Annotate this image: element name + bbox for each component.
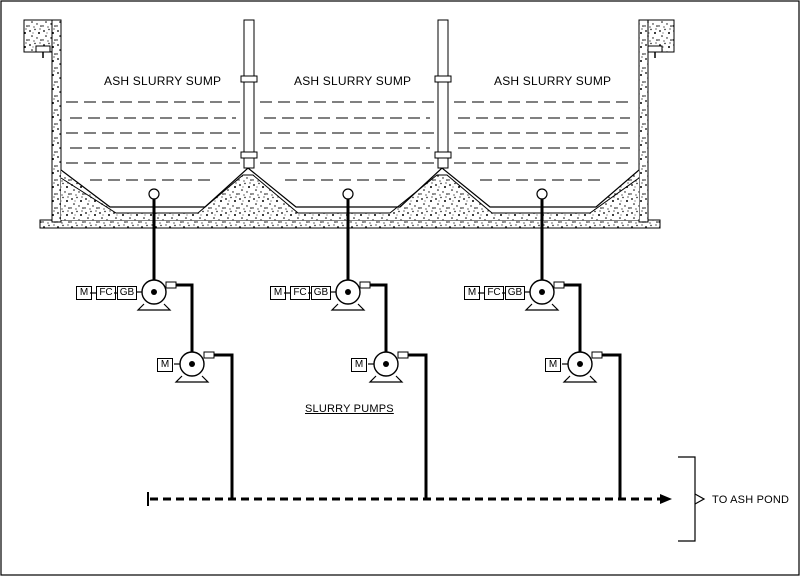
fluid-coupling-box: FC xyxy=(96,286,116,300)
motor-box: M xyxy=(351,358,367,372)
pump-train-2 xyxy=(330,188,428,499)
to-ash-pond-label: TO ASH POND xyxy=(712,494,790,506)
pump-train-1 xyxy=(136,188,234,499)
discharge-header xyxy=(147,456,706,542)
sump-label-1: ASH SLURRY SUMP xyxy=(104,74,222,88)
motor-box: M xyxy=(157,358,173,372)
slurry-level-lines xyxy=(66,101,634,181)
gearbox-box: GB xyxy=(311,286,331,300)
motor-box: M xyxy=(270,286,286,300)
motor-box: M xyxy=(464,286,480,300)
gearbox-box: GB xyxy=(505,286,525,300)
sump-label-3: ASH SLURRY SUMP xyxy=(494,74,612,88)
gearbox-box: GB xyxy=(117,286,137,300)
suction-nozzle xyxy=(536,188,548,200)
pump-train-3 xyxy=(524,188,622,499)
slurry-pumps-label: SLURRY PUMPS xyxy=(305,403,394,415)
sump-label-2: ASH SLURRY SUMP xyxy=(294,74,412,88)
suction-nozzle xyxy=(148,188,160,200)
fluid-coupling-box: FC xyxy=(290,286,310,300)
suction-nozzle xyxy=(342,188,354,200)
fluid-coupling-box: FC xyxy=(484,286,504,300)
motor-box: M xyxy=(545,358,561,372)
motor-box: M xyxy=(76,286,92,300)
sump-structure xyxy=(23,19,675,229)
